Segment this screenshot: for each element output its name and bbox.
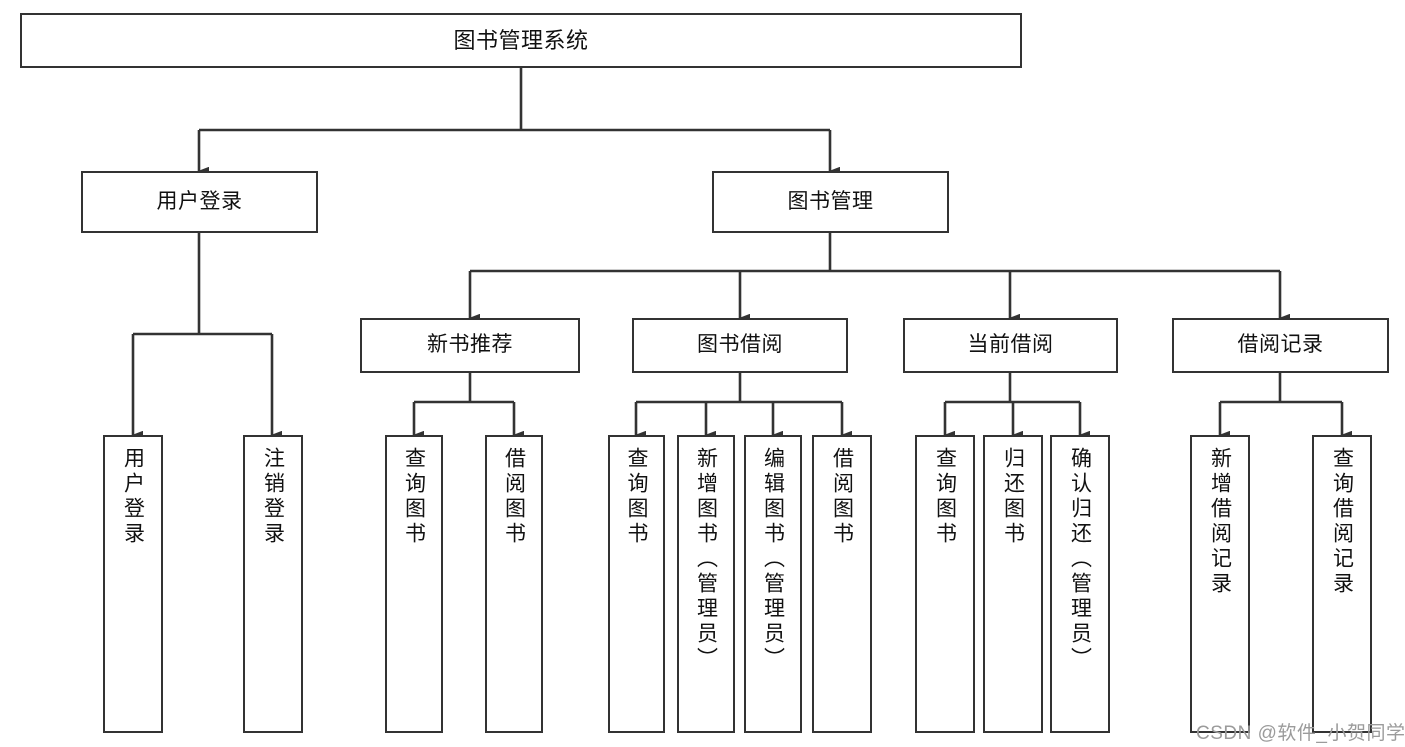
node-leaf-user-logout[interactable]: 注销登录	[243, 435, 303, 733]
node-root[interactable]: 图书管理系统	[20, 13, 1022, 68]
node-leaf-user-login[interactable]: 用户登录	[103, 435, 163, 733]
node-leaf-confirm-return-label: 确认归还（管理员）	[1068, 447, 1092, 672]
node-leaf-edit-book-label: 编辑图书（管理员）	[761, 447, 785, 672]
node-leaf-borrow-book-2[interactable]: 借阅图书	[812, 435, 872, 733]
node-leaf-query-book-3-label: 查询图书	[933, 447, 957, 547]
node-leaf-query-book-2[interactable]: 查询图书	[608, 435, 665, 733]
node-leaf-borrow-book-2-label: 借阅图书	[830, 447, 854, 547]
node-book-management-label: 图书管理	[787, 189, 874, 213]
node-book-management[interactable]: 图书管理	[712, 171, 949, 233]
node-leaf-user-logout-label: 注销登录	[261, 447, 285, 547]
node-book-borrow[interactable]: 图书借阅	[632, 318, 848, 373]
node-root-label: 图书管理系统	[453, 27, 589, 53]
node-leaf-add-record-label: 新增借阅记录	[1208, 447, 1232, 597]
node-leaf-query-record[interactable]: 查询借阅记录	[1312, 435, 1372, 733]
node-user-login[interactable]: 用户登录	[81, 171, 318, 233]
node-leaf-confirm-return[interactable]: 确认归还（管理员）	[1050, 435, 1110, 733]
node-leaf-user-login-label: 用户登录	[121, 447, 145, 547]
node-book-borrow-label: 图书借阅	[697, 333, 783, 357]
node-leaf-add-book[interactable]: 新增图书（管理员）	[677, 435, 735, 733]
node-borrow-record-label: 借阅记录	[1237, 333, 1324, 357]
node-borrow-record[interactable]: 借阅记录	[1172, 318, 1389, 373]
node-leaf-query-book-1-label: 查询图书	[402, 447, 426, 547]
node-leaf-edit-book[interactable]: 编辑图书（管理员）	[744, 435, 802, 733]
node-user-login-label: 用户登录	[156, 189, 243, 213]
node-leaf-borrow-book-1[interactable]: 借阅图书	[485, 435, 543, 733]
node-new-book-recommend-label: 新书推荐	[427, 333, 513, 357]
node-leaf-return-book-label: 归还图书	[1001, 447, 1025, 547]
node-leaf-borrow-book-1-label: 借阅图书	[502, 447, 526, 547]
node-leaf-add-book-label: 新增图书（管理员）	[694, 447, 718, 672]
node-leaf-query-book-2-label: 查询图书	[625, 447, 648, 547]
node-leaf-query-book-3[interactable]: 查询图书	[915, 435, 975, 733]
node-leaf-return-book[interactable]: 归还图书	[983, 435, 1043, 733]
node-leaf-query-record-label: 查询借阅记录	[1330, 447, 1354, 597]
node-new-book-recommend[interactable]: 新书推荐	[360, 318, 580, 373]
node-current-borrow[interactable]: 当前借阅	[903, 318, 1118, 373]
node-leaf-query-book-1[interactable]: 查询图书	[385, 435, 443, 733]
node-leaf-add-record[interactable]: 新增借阅记录	[1190, 435, 1250, 733]
node-current-borrow-label: 当前借阅	[967, 333, 1054, 357]
